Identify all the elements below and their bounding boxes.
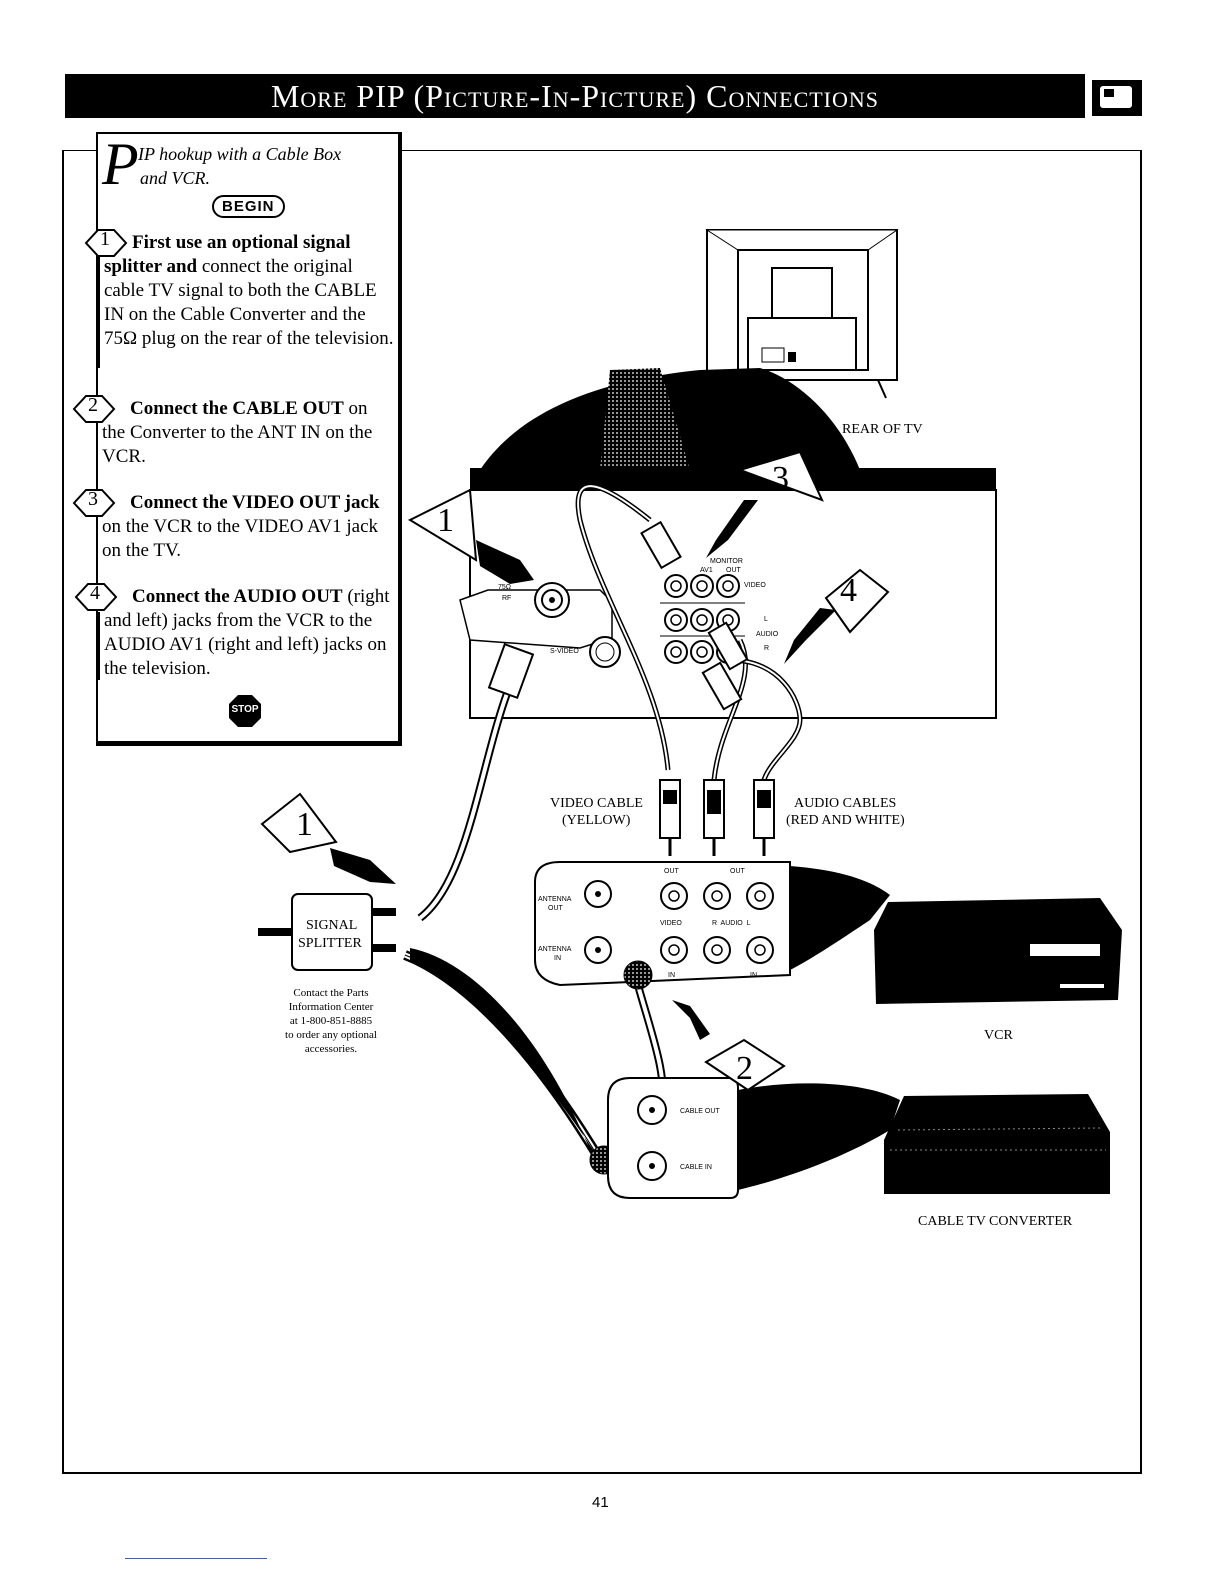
vcr-antenna-out-label-1: ANTENNA — [538, 896, 572, 903]
step-2-bold: Connect the CABLE OUT — [130, 398, 344, 419]
step-3-rule — [96, 518, 98, 570]
splitter-label-2: SPLITTER — [298, 936, 362, 951]
step-1-rule — [98, 256, 100, 368]
converter-cable-in-label: CABLE IN — [680, 1164, 712, 1171]
step-2-body: on the Converter to the ANT IN on the VC… — [102, 398, 373, 467]
callout-number-2: 2 — [736, 1050, 753, 1087]
begin-badge-wrap: BEGIN — [212, 195, 285, 218]
video-cable-color-label: (YELLOW) — [562, 813, 631, 828]
vcr-jack-in1-label: IN — [668, 972, 675, 979]
step-2-number: 2 — [88, 394, 98, 416]
tv-jack-av1-label: AV1 — [700, 567, 713, 574]
step-4-bold: Connect the AUDIO OUT — [132, 586, 343, 607]
tv-rear-illustration — [705, 229, 899, 399]
instruction-panel — [96, 132, 402, 746]
signal-splitter-illustration — [258, 893, 396, 971]
step-4-body: (right and left) jacks from the VCR to t… — [104, 586, 390, 679]
step-4-arrow-icon — [74, 583, 118, 611]
stop-sign-icon — [229, 695, 261, 727]
audio-cables-label: AUDIO CABLES — [794, 796, 897, 811]
callout-number-1-top: 1 — [437, 502, 454, 539]
step-3-text: Connect the VIDEO OUT jack on the VCR to… — [102, 491, 392, 563]
step-2-text: Connect the CABLE OUT on the Converter t… — [102, 397, 392, 469]
vcr-jack-out1-label: OUT — [664, 868, 679, 875]
begin-badge: BEGIN — [212, 195, 285, 218]
splitter-label-1: SIGNAL — [306, 918, 358, 933]
parts-contact-note: Contact the Parts Information Center at … — [256, 986, 406, 1056]
vcr-zoom-shade — [790, 866, 890, 970]
intro-line-1: IP hookup with a Cable Box — [138, 144, 342, 164]
vcr-illustration — [874, 898, 1122, 1004]
callout-number-4: 4 — [840, 572, 857, 609]
intro-drop-cap: P — [102, 131, 139, 197]
vcr-jack-audio-label: R AUDIO L — [712, 920, 751, 927]
tv-jack-audio-label: AUDIO — [756, 631, 779, 638]
content-frame — [62, 150, 1142, 1474]
converter-zoom-shade — [738, 1083, 900, 1190]
audio-cables-color-label: (RED AND WHITE) — [786, 813, 905, 828]
contact-line: Information Center — [288, 1001, 374, 1013]
step-4-text: Connect the AUDIO OUT (right and left) j… — [104, 585, 394, 681]
contact-line: Contact the Parts — [293, 987, 369, 999]
contact-line: accessories. — [304, 1043, 358, 1055]
bottom-rule — [125, 1558, 267, 1559]
callout-number-3: 3 — [772, 460, 789, 497]
pip-tv-icon-inset — [1104, 89, 1114, 97]
step-1-text: First use an optional signal splitter an… — [104, 231, 394, 351]
tv-jack-svideo-label: S-VIDEO — [550, 648, 579, 655]
hand-pointers — [330, 500, 836, 1040]
callout-number-1-bottom: 1 — [296, 806, 313, 843]
step-3-bold: Connect the VIDEO OUT jack — [130, 492, 380, 513]
vcr-antenna-in-label-2: IN — [554, 955, 561, 962]
title-bar: More PIP (Picture-In-Picture) Connection… — [65, 74, 1085, 118]
step-4-number: 4 — [90, 582, 100, 604]
callout-arrows — [260, 450, 890, 1092]
tv-jack-rf-label: RF — [502, 595, 512, 602]
step-2-arrow-icon — [72, 395, 116, 423]
step-1-body: connect the original cable TV signal to … — [104, 256, 394, 349]
contact-line: at 1-800-851-8885 — [289, 1015, 373, 1027]
converter-jack-panel — [607, 1077, 739, 1199]
vcr-antenna-in-label-1: ANTENNA — [538, 946, 572, 953]
vcr-label: VCR — [984, 1028, 1013, 1043]
step-3-arrow-icon — [72, 489, 116, 517]
step-4-rule — [98, 612, 100, 680]
vcr-jack-video-label: VIDEO — [660, 920, 682, 927]
intro-line-2: and VCR. — [140, 168, 210, 188]
tv-jack-monitor-label: MONITOR — [710, 558, 743, 565]
cables — [417, 483, 803, 922]
video-cable-label: VIDEO CABLE — [550, 796, 643, 811]
step-3-number: 3 — [88, 488, 98, 510]
step-2-rule — [96, 424, 98, 476]
step-1-bold: First use an optional signal splitter an… — [104, 232, 351, 277]
tv-jack-r-label: R — [764, 645, 770, 652]
tv-jack-l-label: L — [764, 616, 768, 623]
page-number: 41 — [592, 1494, 609, 1511]
vcr-jack-panel — [534, 861, 791, 987]
tv-jack-out-label: OUT — [726, 567, 741, 574]
vcr-antenna-out-label-2: OUT — [548, 905, 563, 912]
converter-cable-out-label: CABLE OUT — [680, 1108, 720, 1115]
contact-line: to order any optional — [285, 1029, 377, 1041]
cable-converter-illustration — [884, 1094, 1110, 1194]
stop-sign-label: STOP — [231, 704, 259, 715]
vcr-jack-in2-label: IN — [750, 972, 757, 979]
tv-jack-video-label: VIDEO — [744, 582, 766, 589]
step-3-body: on the VCR to the VIDEO AV1 jack on the … — [102, 516, 379, 561]
cable-tv-converter-label: CABLE TV CONVERTER — [918, 1214, 1073, 1229]
vcr-jack-out2-label: OUT — [730, 868, 745, 875]
step-1-number: 1 — [100, 228, 110, 250]
tv-rear-panel — [459, 468, 997, 719]
tv-jack-75ohm-label: 75Ω — [498, 584, 512, 591]
page-title: More PIP (Picture-In-Picture) Connection… — [270, 77, 880, 114]
rear-of-tv-label: REAR OF TV — [842, 422, 923, 437]
